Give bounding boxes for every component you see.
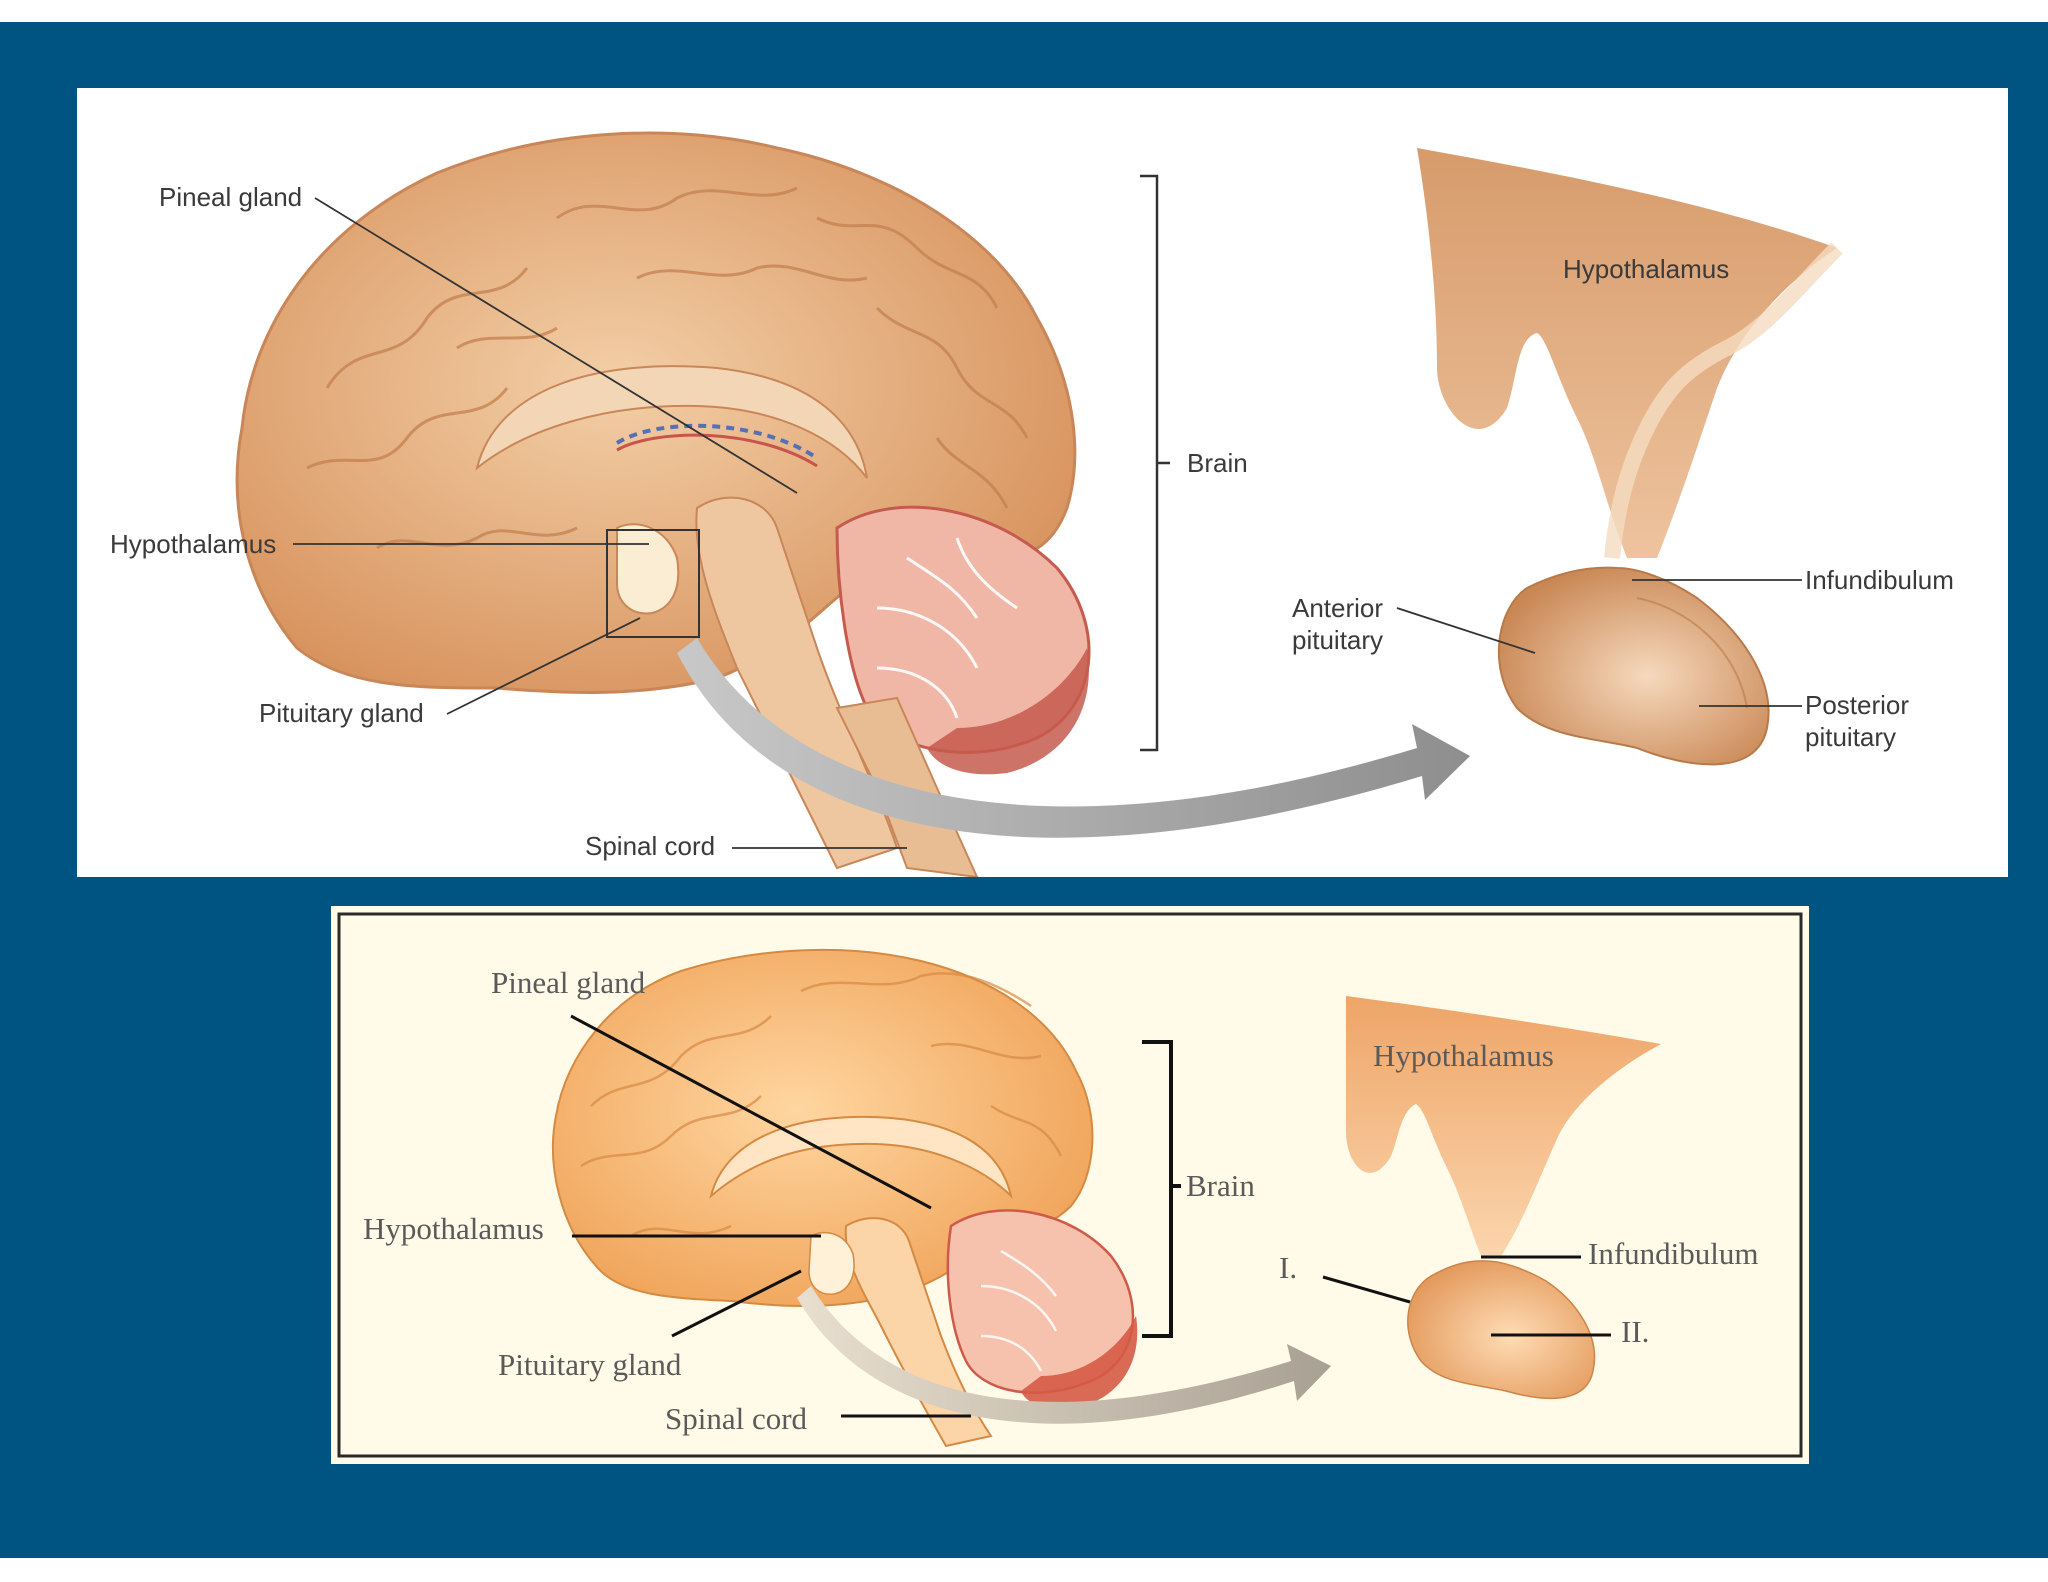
label-brain-small: Brain (1186, 1168, 1255, 1203)
label-pituitary-gland-small: Pituitary gland (498, 1347, 682, 1382)
label-anterior-pituitary-line2: pituitary (1292, 625, 1383, 655)
label-spinal-cord: Spinal cord (585, 831, 715, 861)
brain-illustration (237, 133, 1089, 877)
label-hypothalamus-detail: Hypothalamus (1563, 254, 1729, 284)
label-pineal-gland-small: Pineal gland (491, 965, 646, 1000)
label-spinal-cord-small: Spinal cord (665, 1401, 808, 1436)
top-diagram-svg: Pineal gland Hypothalamus Pituitary glan… (77, 88, 2008, 877)
label-posterior-pituitary-line2: pituitary (1805, 722, 1896, 752)
label-pituitary-gland: Pituitary gland (259, 698, 424, 728)
brain-bracket (1140, 176, 1170, 750)
label-pineal-gland: Pineal gland (159, 182, 302, 212)
label-marker-two: II. (1621, 1314, 1649, 1349)
label-hypothalamus-small: Hypothalamus (363, 1211, 544, 1246)
label-infundibulum: Infundibulum (1805, 565, 1954, 595)
label-anterior-pituitary-line1: Anterior (1292, 593, 1383, 623)
label-marker-one: I. (1279, 1250, 1297, 1285)
top-diagram-panel: Pineal gland Hypothalamus Pituitary glan… (77, 88, 2008, 877)
label-brain: Brain (1187, 448, 1248, 478)
label-infundibulum-small: Infundibulum (1588, 1236, 1759, 1271)
brain-bracket-small (1142, 1042, 1181, 1336)
label-posterior-pituitary-line1: Posterior (1805, 690, 1909, 720)
pituitary-detail-illustration (1417, 148, 1837, 764)
bottom-diagram-panel: Pineal gland Hypothalamus Pituitary glan… (331, 906, 1809, 1464)
label-hypothalamus: Hypothalamus (110, 529, 276, 559)
bottom-diagram-svg: Pineal gland Hypothalamus Pituitary glan… (331, 906, 1809, 1464)
label-hypothalamus-detail-small: Hypothalamus (1373, 1038, 1554, 1073)
